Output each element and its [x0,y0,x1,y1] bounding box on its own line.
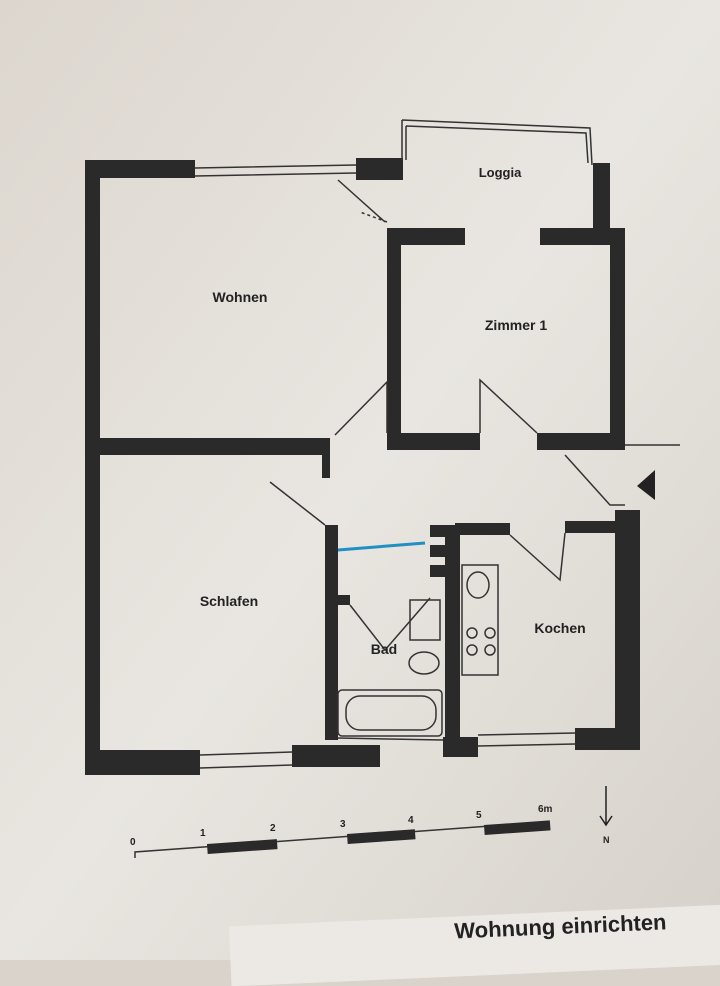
scale-bar-ticks: 0 1 2 3 4 5 6m [130,804,553,848]
scale-tick: 5 [476,810,482,821]
scale-tick: 0 [130,837,136,848]
entrance-arrow-icon [637,470,655,500]
room-label-schlafen: Schlafen [200,593,258,609]
room-label-kochen: Kochen [534,620,585,636]
scale-tick: 1 [200,828,206,839]
floor-plan: Loggia Wohnen Zimmer 1 Schlafen Bad Koch… [0,0,720,960]
room-label-wohnen: Wohnen [213,289,268,305]
footer-text: Wohnung einrichten [453,909,667,944]
walls [85,158,640,775]
thin-lines [134,119,680,858]
north-arrow-icon [599,786,613,827]
scale-tick: 6m [538,804,553,815]
room-label-loggia: Loggia [479,165,522,180]
scale-tick: 2 [270,823,276,834]
room-label-zimmer-1: Zimmer 1 [485,317,547,333]
scale-bar-segments [207,820,551,854]
room-label-bad: Bad [371,641,397,657]
scale-tick: 4 [408,815,414,826]
north-label: N [603,835,610,845]
blue-marker-line [337,541,426,552]
scale-tick: 3 [340,819,346,830]
